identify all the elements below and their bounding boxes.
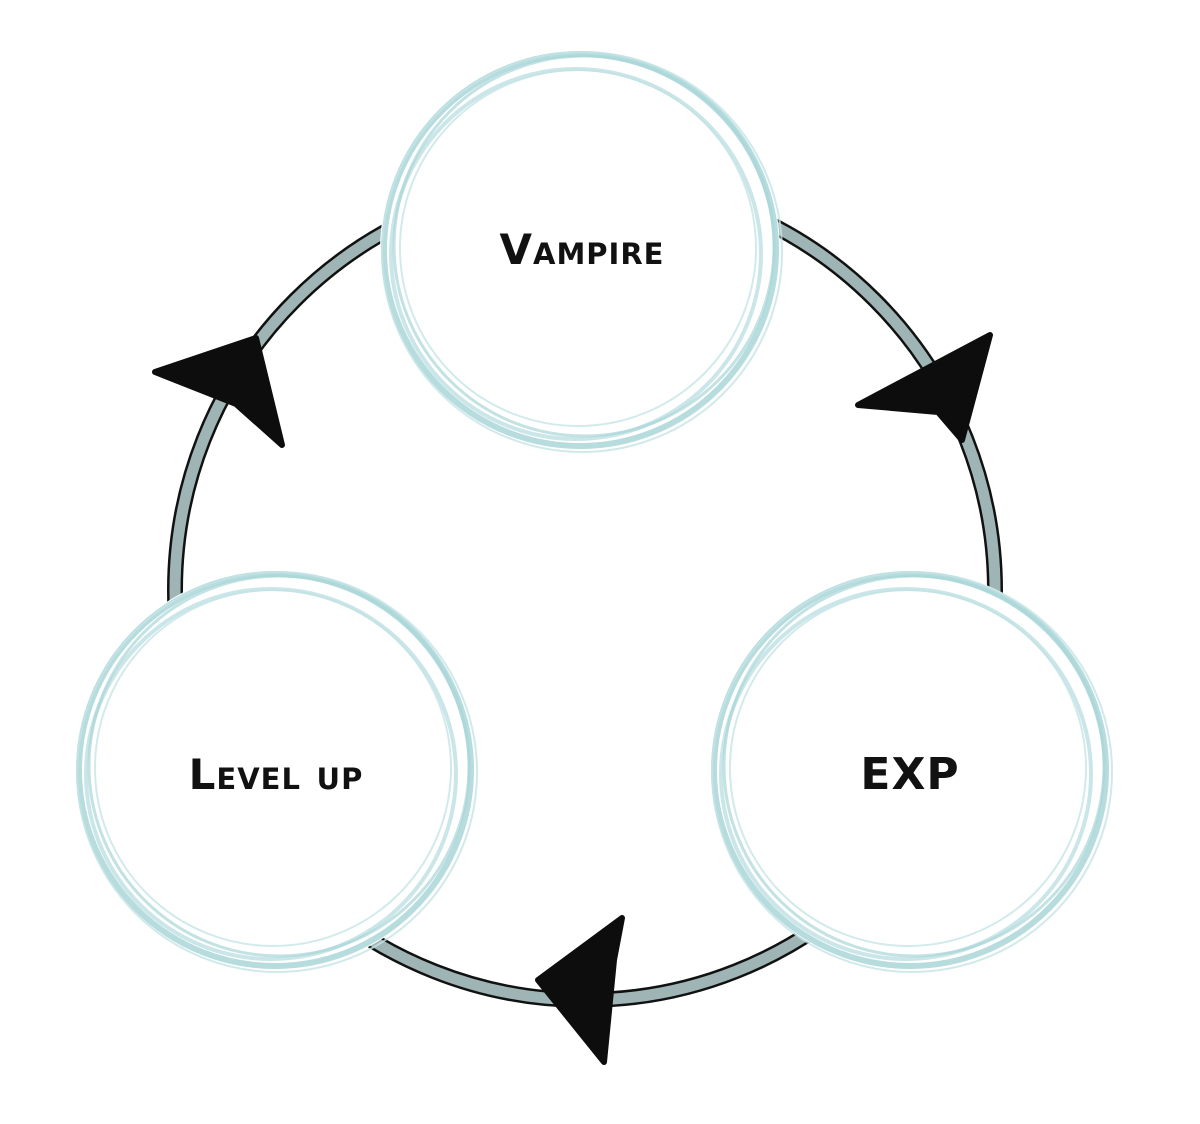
arrow-level-up-to-vampire — [152, 335, 285, 448]
label-exp: EXP — [860, 749, 960, 800]
label-vampire: Vampire — [499, 225, 665, 274]
node-vampire — [380, 50, 783, 453]
label-level-up: Level up — [188, 750, 364, 799]
node-level-up — [75, 570, 478, 973]
node-exp — [710, 570, 1113, 973]
arrow-exp-to-level-up — [535, 915, 625, 1065]
arrow-vampire-to-exp — [855, 332, 993, 443]
